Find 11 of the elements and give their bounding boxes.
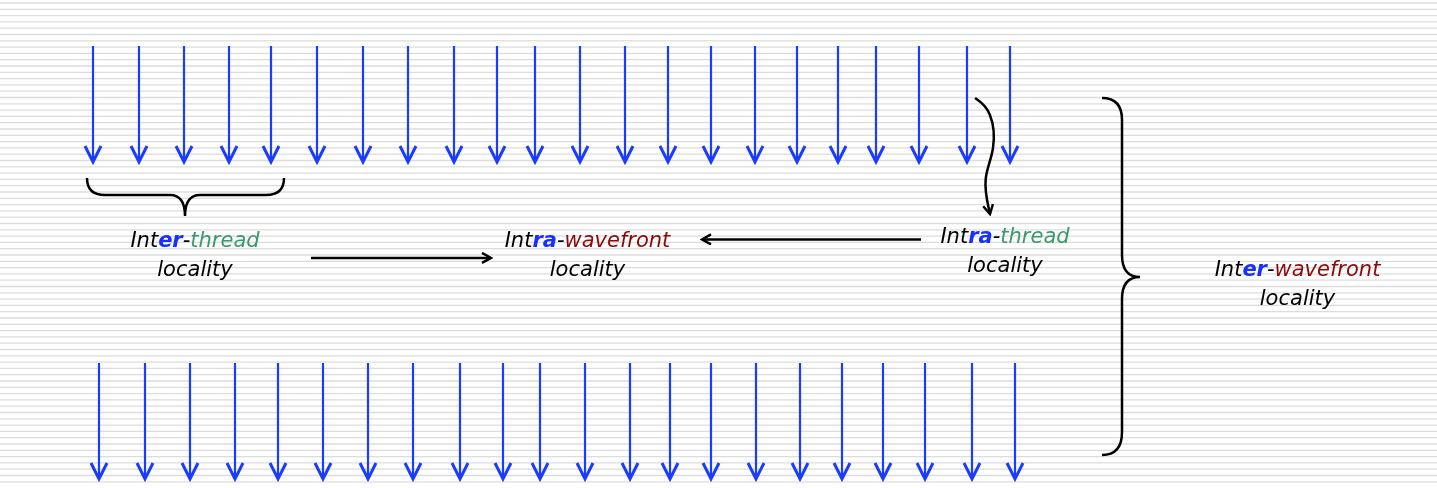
arrow [700,233,921,246]
arrow [974,96,995,216]
locality-label: locality [156,256,234,283]
locality-label: locality [548,256,627,283]
locality-label: locality [966,252,1044,279]
locality-term: Intra-thread [939,223,1071,250]
locality-label: locality [1258,285,1337,312]
locality-term: Inter-thread [129,227,261,254]
arrow [311,251,493,265]
locality-term: Inter-wavefront [1213,256,1382,283]
locality-term: Intra-wavefront [503,227,672,254]
